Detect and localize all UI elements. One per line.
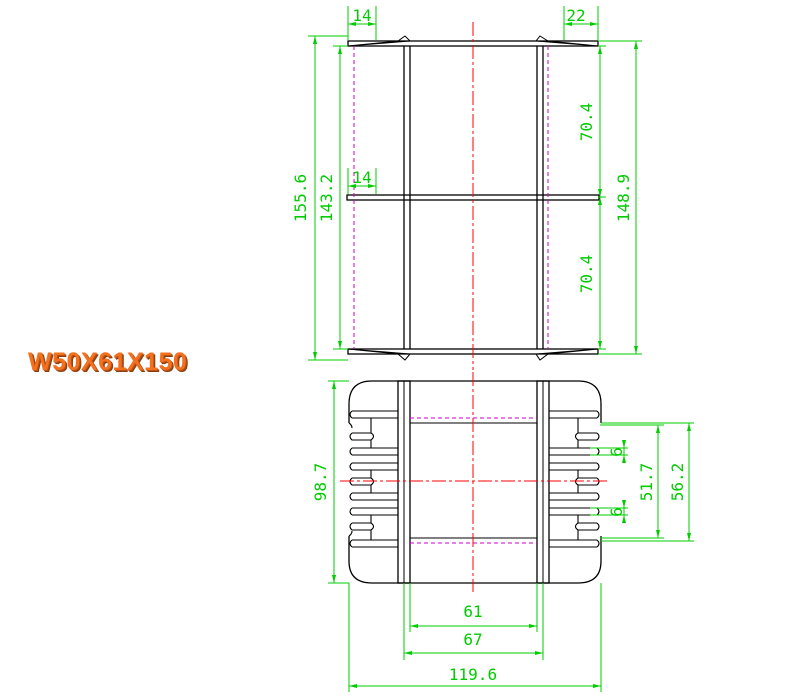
elevation-view [346,22,600,370]
model-title: W50X61X150 [28,348,188,376]
dim-upper-window: 70.4 [577,103,596,142]
dim-flange-width-right: 22 [566,6,585,25]
dim-lower-window: 70.4 [577,255,596,294]
top-right-tab [535,35,599,47]
dim-flange-width-left: 14 [352,6,371,25]
top-left-tab [347,35,412,47]
dim-core-width: 61 [463,602,482,621]
elevation-dimensions [308,6,642,361]
bottom-left-tab [347,348,412,361]
bottom-right-tab [535,348,599,361]
dim-inner-height: 143.2 [317,174,336,222]
dim-pin-row-height: 56.2 [668,463,687,502]
dim-right-height: 148.9 [614,174,633,222]
dim-base-width: 119.6 [449,665,497,684]
dim-bobbin-width: 67 [463,630,482,649]
dim-base-height: 98.7 [311,463,330,502]
dimension-arrows [313,22,691,688]
dim-pin-gap-bottom: 6 [607,507,626,517]
dim-overall-height: 155.6 [291,174,310,222]
base-plan-view [340,372,610,592]
dim-pin-span: 51.7 [637,463,656,502]
dim-mid-flange-width: 14 [352,168,371,187]
dim-pin-gap-top: 6 [607,447,626,457]
base-outline [348,380,602,584]
base-dimensions [328,380,694,692]
